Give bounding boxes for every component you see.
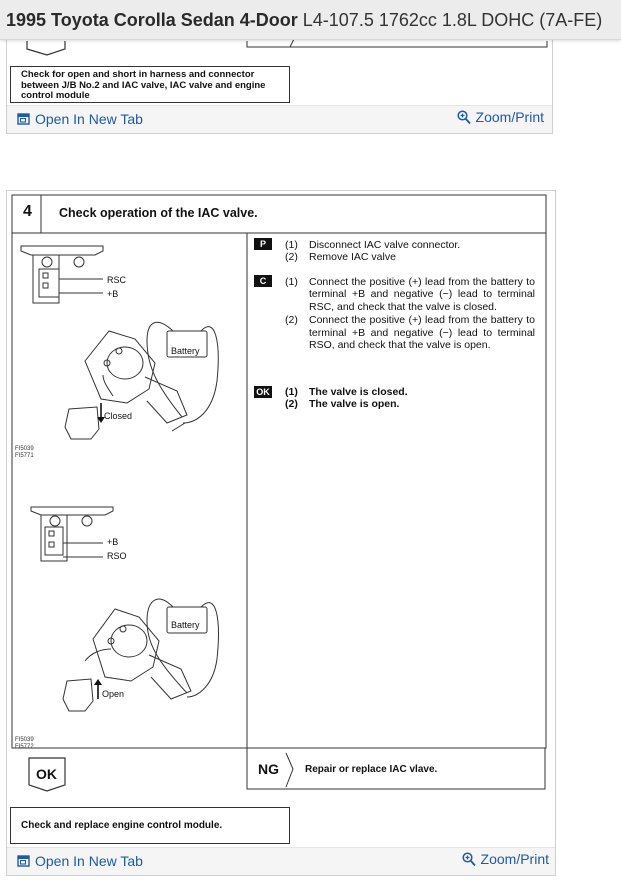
ng-result-label: NG [258,761,279,777]
final-action-text: Check and replace engine control module. [21,820,223,831]
removal-tag: P [254,238,272,250]
step-title: Check operation of the IAC valve. [59,206,258,220]
open-in-new-tab-link-2[interactable]: Open In New Tab [17,853,143,869]
terminal-b-label-2: +B [107,537,119,547]
zoom-icon [456,109,471,124]
engine-subtitle: L4-107.5 1762cc 1.8L DOHC (7A-FE) [302,10,603,30]
battery-label-1: Battery [171,346,200,356]
closed-label: Closed [104,411,133,421]
zoom-print-link-2[interactable]: Zoom/Print [461,851,549,867]
harness-check-text: Check for open and short in harness and … [21,69,266,101]
vehicle-title: 1995 Toyota Corolla Sedan 4-Door [6,10,298,30]
open-label: Open [102,689,125,699]
open-in-new-tab-label: Open In New Tab [35,853,143,869]
ok-result-label: OK [36,766,57,782]
figure-code-1: FI5039 FI5771 [15,446,34,459]
battery-label-2: Battery [171,620,200,630]
removal-step: (2)Remove IAC valve [285,251,396,264]
open-tab-icon [17,113,30,125]
ng-action-text: Repair or replace IAC vlave. [305,764,438,775]
final-action-box: Check and replace engine control module. [10,807,290,844]
page-header: 1995 Toyota Corolla Sedan 4-Door L4-107.… [0,0,621,40]
check-tag: C [254,275,272,287]
open-in-new-tab-label: Open In New Tab [35,111,143,127]
removal-steps: (1)Disconnect IAC valve connector. (2)Re… [285,239,535,264]
check-step: (1)Connect the positive (+) lead from th… [285,276,535,313]
ok-result-item: (1)The valve is closed. [285,386,408,398]
ok-results: (1)The valve is closed. (2)The valve is … [285,386,535,411]
zoom-print-link[interactable]: Zoom/Print [456,109,544,125]
ok-result-item: (2)The valve is open. [285,398,400,411]
zoom-print-label: Zoom/Print [475,109,544,125]
diagram-card-2: 4 Check operation of the IAC valve. RSC … [6,190,556,876]
card2-footer: Open In New Tab Zoom/Print [7,847,555,875]
terminal-rso-label: RSO [107,551,127,561]
open-in-new-tab-link[interactable]: Open In New Tab [17,111,143,127]
check-step: (2)Connect the positive (+) lead from th… [285,314,535,352]
card1-footer: Open In New Tab Zoom/Print [7,105,552,133]
zoom-icon [461,851,476,866]
terminal-rsc-label: RSC [107,275,127,285]
removal-step: (1)Disconnect IAC valve connector. [285,239,461,251]
zoom-print-label: Zoom/Print [480,851,549,867]
harness-check-box: Check for open and short in harness and … [10,66,290,103]
flowchart-fragment [26,38,548,56]
ok-tag: OK [254,386,272,398]
terminal-b-label-1: +B [107,289,119,299]
iac-valve-diagram [11,194,547,792]
step-number: 4 [23,203,32,220]
check-steps: (1)Connect the positive (+) lead from th… [285,276,535,351]
open-tab-icon [17,855,30,867]
figure-code-2: FI5039 FI5772 [15,737,34,750]
